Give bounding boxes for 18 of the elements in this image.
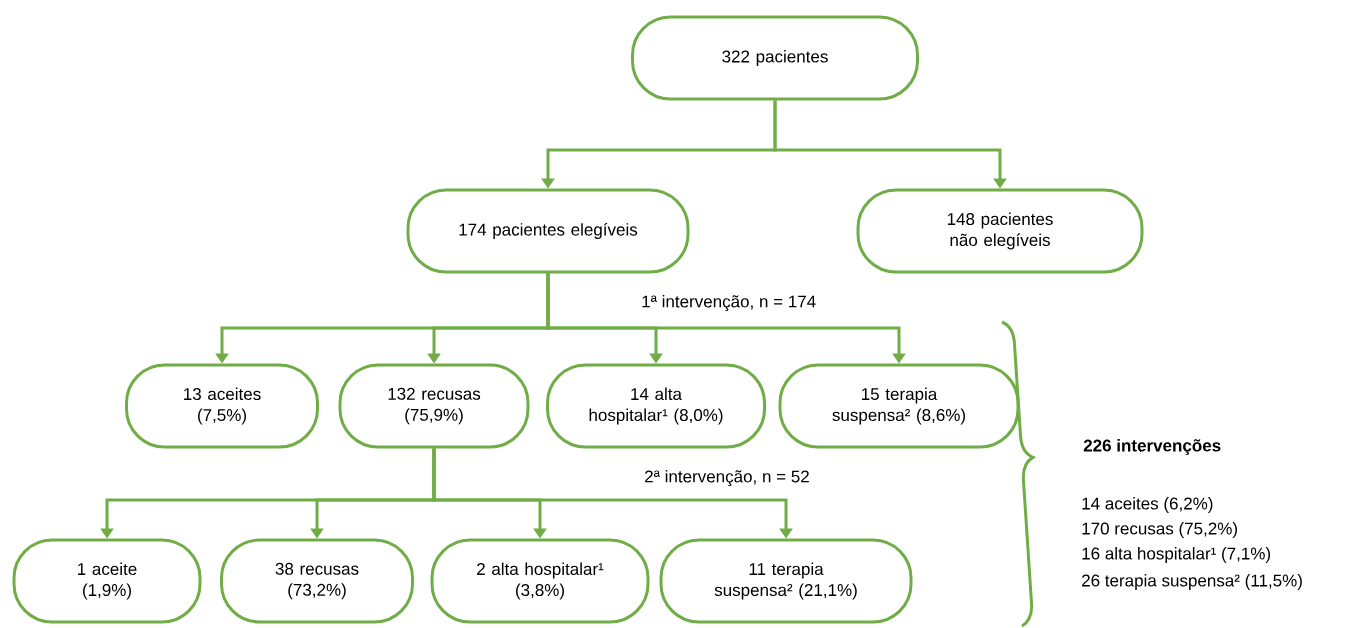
summary-line: 26 terapia suspensa² (11,5%) xyxy=(1080,573,1304,591)
rounded-box: 132 recusas (75,9%) xyxy=(338,363,530,449)
rounded-box: 174 pacientes elegíveis xyxy=(406,188,690,274)
summary-line: 170 recusas (75,2%) xyxy=(1080,521,1240,539)
summary-line: 16 alta hospitalar¹ (7,1%) xyxy=(1080,546,1273,564)
branch-label: 2ª intervenção, n = 52 xyxy=(643,469,811,487)
rounded-box: 1 aceite (1,9%) xyxy=(12,538,202,624)
rounded-box: 11 terapia suspensa² (21,1%) xyxy=(659,538,913,624)
group-title: 226 intervenções xyxy=(1082,438,1223,456)
rounded-box: 15 terapia suspensa² (8,6%) xyxy=(778,363,1020,449)
rounded-box: 38 recusas (73,2%) xyxy=(220,538,414,624)
rounded-box: 322 pacientes xyxy=(631,15,919,101)
summary-line: 14 aceites (6,2%) xyxy=(1080,496,1215,514)
rounded-box: 14 alta hospitalar¹ (8,0%) xyxy=(546,363,766,449)
rounded-box: 148 pacientes não elegíveis xyxy=(856,188,1144,274)
rounded-box: 13 aceites (7,5%) xyxy=(125,363,319,449)
branch-label: 1ª intervenção, n = 174 xyxy=(640,294,818,312)
rounded-box: 2 alta hospitalar¹ (3,8%) xyxy=(430,538,650,624)
